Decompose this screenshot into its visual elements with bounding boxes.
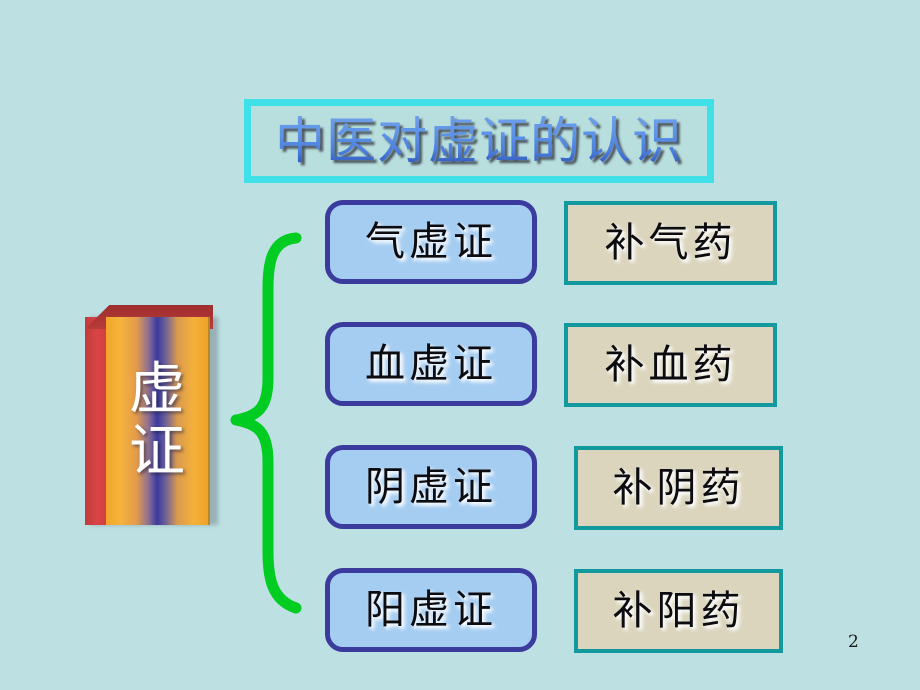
syndrome-box-2[interactable]: 血虚证 xyxy=(325,322,537,406)
remedy-label-2: 补血药 xyxy=(604,342,737,388)
remedy-box-3[interactable]: 补阴药 xyxy=(574,446,783,530)
source-box-char-1: 虚 xyxy=(129,357,185,422)
slide-title-inner: 中医对虚证的认识 xyxy=(251,106,707,176)
syndrome-box-1[interactable]: 气虚证 xyxy=(325,200,537,284)
remedy-label-1: 补气药 xyxy=(604,220,737,266)
syndrome-label-1: 气虚证 xyxy=(365,219,497,265)
slide-title-box: 中医对虚证的认识 xyxy=(244,99,714,183)
remedy-label-4: 补阳药 xyxy=(612,588,745,634)
source-box-left-face xyxy=(85,317,107,525)
syndrome-label-3: 阴虚证 xyxy=(365,464,497,510)
page-number: 2 xyxy=(848,632,859,652)
source-box-front-face: 虚 证 xyxy=(106,317,210,525)
source-box-char-2: 证 xyxy=(129,419,185,484)
syndrome-box-3[interactable]: 阴虚证 xyxy=(325,445,537,529)
syndrome-label-2: 血虚证 xyxy=(365,341,497,387)
remedy-box-1[interactable]: 补气药 xyxy=(564,201,777,285)
syndrome-label-4: 阳虚证 xyxy=(365,587,497,633)
source-concept-box: 虚 证 xyxy=(80,305,220,530)
remedy-box-4[interactable]: 补阳药 xyxy=(574,569,783,653)
page-title: 中医对虚证的认识 xyxy=(275,112,683,170)
remedy-box-2[interactable]: 补血药 xyxy=(564,323,777,407)
left-curly-brace-icon xyxy=(230,232,302,614)
remedy-label-3: 补阴药 xyxy=(612,465,745,511)
syndrome-box-4[interactable]: 阳虚证 xyxy=(325,568,537,652)
